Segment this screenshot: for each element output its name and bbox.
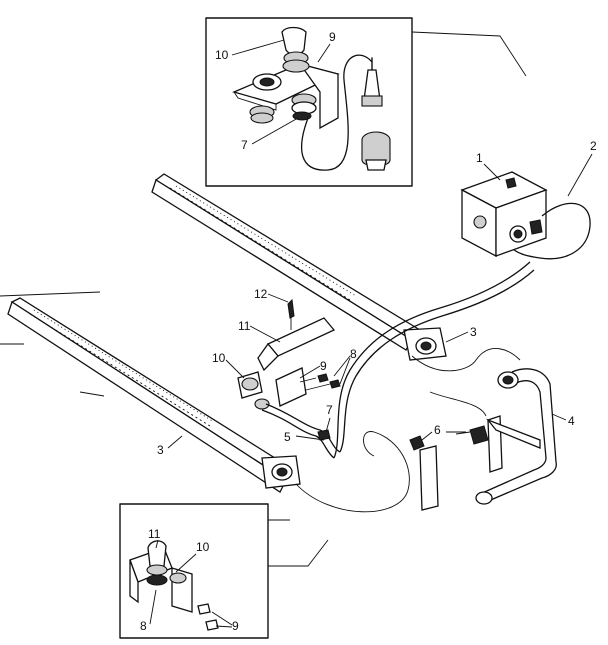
top-inset: 10 9 7 xyxy=(205,17,527,187)
callout-9-main: 9 xyxy=(320,359,327,373)
callout-3-left: 3 xyxy=(157,443,164,457)
bottom-inset-frame xyxy=(119,503,269,639)
callout-7-main: 7 xyxy=(326,403,333,417)
callout-7-inset-top: 7 xyxy=(241,138,248,152)
callout-5-label: 6 xyxy=(434,423,441,437)
burner-right: 3 xyxy=(151,173,477,361)
inset-bottom-screws xyxy=(197,603,219,631)
callout-4: 4 xyxy=(568,414,575,428)
inset-top-left-fitting xyxy=(249,73,282,124)
inset-bottom-pilot-hood xyxy=(146,540,187,586)
ref-line-1 xyxy=(0,291,101,297)
inset-top-bracket xyxy=(232,62,340,130)
callout-12: 12 xyxy=(254,287,268,301)
duct-outlines xyxy=(295,348,521,513)
thermocouple-tube xyxy=(513,202,591,260)
callout-8-inset-bottom: 9 xyxy=(232,619,239,633)
manifold xyxy=(475,368,557,505)
callout-10-main: 10 xyxy=(212,351,226,365)
burner-bracket: 11 xyxy=(257,317,336,372)
ref-line-3 xyxy=(79,391,105,397)
callout-8-inset-top: 9 xyxy=(329,30,336,44)
burner-left: 3 xyxy=(7,297,301,493)
callout-3-right: 3 xyxy=(470,325,477,339)
callout-8-main: 8 xyxy=(350,347,357,361)
supply-tube xyxy=(333,261,535,459)
orifice-fitting xyxy=(409,425,489,511)
inset-top-pilot-fitting xyxy=(291,93,317,121)
callout-10-inset-top: 10 xyxy=(215,48,229,62)
callout-6: 5 xyxy=(284,430,291,444)
callout-9-inset-bottom: 10 xyxy=(196,540,210,554)
pilot-assembly xyxy=(237,367,341,410)
callout-2: 2 xyxy=(590,139,597,153)
callout-10-inset-bottom: 11 xyxy=(148,527,161,541)
pilot-tube xyxy=(261,403,341,459)
top-inset-frame xyxy=(205,17,413,187)
callout-7-inset-bottom: 8 xyxy=(140,619,147,633)
callout-11-label: 11 xyxy=(238,319,251,333)
callout-1: 1 xyxy=(476,151,483,165)
gas-valve xyxy=(460,171,548,258)
inset-thermocouple xyxy=(361,57,391,171)
bracket-screw xyxy=(287,298,295,330)
inset-top-pilot-hood xyxy=(281,26,310,73)
bottom-inset: 11 10 8 9 xyxy=(119,503,329,639)
